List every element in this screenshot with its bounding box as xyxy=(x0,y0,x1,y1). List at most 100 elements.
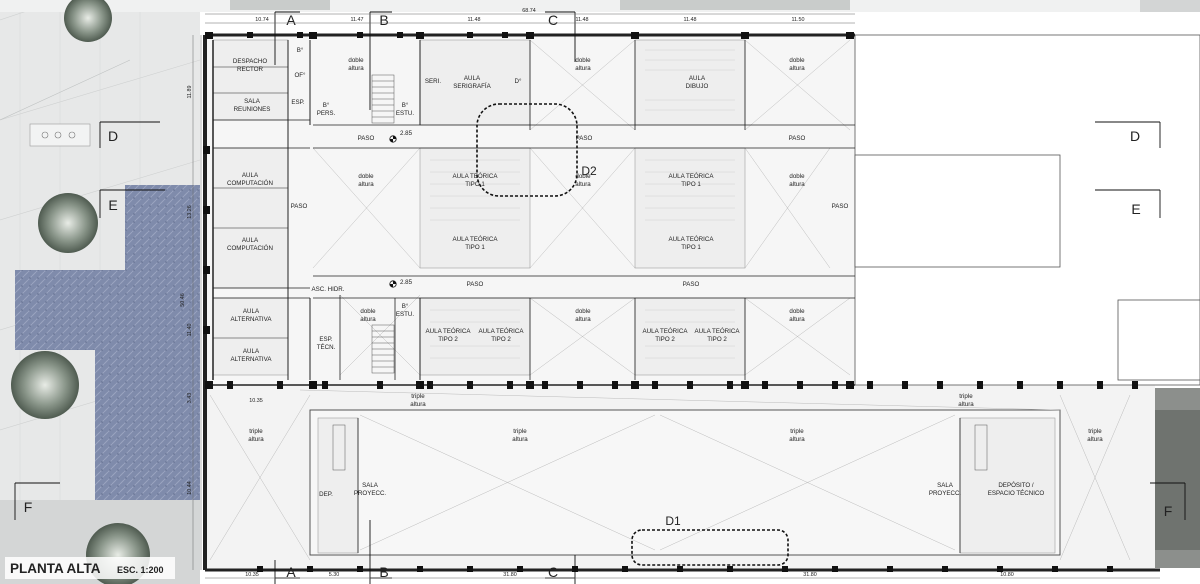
column xyxy=(1052,566,1058,572)
room-serigrafia-annex: SERI. xyxy=(425,78,441,85)
column xyxy=(652,381,658,389)
level-value-bottom: 2.85 xyxy=(400,279,413,286)
column xyxy=(257,566,263,572)
column xyxy=(526,381,534,389)
column xyxy=(1017,381,1023,389)
column xyxy=(507,381,513,389)
detail-d2-callout xyxy=(476,103,578,197)
dimension-bottom: 10.80 xyxy=(1000,572,1014,578)
room-bano-personal: B°PERS. xyxy=(317,102,336,117)
plan-title-scale: ESC. 1:200 xyxy=(117,565,164,575)
corridor-paso: PASO xyxy=(358,135,375,142)
level-value-top: 2.85 xyxy=(400,130,413,137)
column xyxy=(205,381,213,389)
section-d-label: D xyxy=(108,128,118,144)
tree-icon xyxy=(64,0,112,42)
plan-title-main: PLANTA ALTA xyxy=(10,561,101,576)
section-e-label: E xyxy=(108,197,117,213)
column xyxy=(517,566,523,572)
column xyxy=(677,566,683,572)
column xyxy=(203,206,210,214)
column xyxy=(846,32,854,39)
column xyxy=(1057,381,1063,389)
column xyxy=(357,32,363,38)
detail-d1-callout xyxy=(631,529,789,566)
room-deposito-espacio-tecnico: DEPÓSITO /ESPACIO TÉCNICO xyxy=(988,482,1045,497)
column xyxy=(205,32,213,39)
column xyxy=(612,381,618,389)
room-bano: B° xyxy=(297,47,304,54)
column xyxy=(727,566,733,572)
section-f-label: F xyxy=(1164,503,1173,519)
column xyxy=(297,32,303,38)
column xyxy=(846,381,854,389)
column xyxy=(1107,566,1113,572)
column xyxy=(622,566,628,572)
column xyxy=(227,381,233,389)
detail-d2-label: D2 xyxy=(581,164,597,178)
column xyxy=(427,381,433,389)
column xyxy=(397,32,403,38)
column xyxy=(782,566,788,572)
column xyxy=(467,32,473,38)
column xyxy=(631,381,639,389)
furniture-hints xyxy=(430,49,735,359)
corridor-paso: PASO xyxy=(789,135,806,142)
dimension-bottom: 31.80 xyxy=(503,572,517,578)
dimension-left: 11.89 xyxy=(187,85,193,98)
dimension-left: 10.44 xyxy=(187,481,193,495)
column xyxy=(977,381,983,389)
room-deposito-small: D° xyxy=(515,78,522,85)
dimension-top: 10.74 xyxy=(255,17,269,23)
corridor-paso: PASO xyxy=(291,203,308,210)
room-oficio: OF° xyxy=(294,72,306,79)
column xyxy=(309,32,317,39)
column xyxy=(631,32,639,39)
room-ascensor-hidraulico: ASC. HIDR. xyxy=(311,286,344,293)
dimension-top: 11.47 xyxy=(350,17,363,23)
stair xyxy=(332,74,988,471)
room-bano-estudiantes-top: B°ESTU. xyxy=(396,102,415,117)
dimension-top: 11.50 xyxy=(791,17,804,23)
detail-d1-label: D1 xyxy=(665,514,681,528)
dimension-total: 68.74 xyxy=(522,8,536,14)
column xyxy=(203,146,210,154)
column xyxy=(867,381,873,389)
room-espera: ESP. xyxy=(291,99,305,106)
column xyxy=(357,566,363,572)
column xyxy=(526,32,534,39)
corridor-paso: PASO xyxy=(576,135,593,142)
section-a-label: A xyxy=(286,12,296,28)
tree-icon xyxy=(11,351,79,419)
section-c-label: C xyxy=(548,564,558,580)
dimension-bottom: 31.80 xyxy=(803,572,817,578)
column xyxy=(902,381,908,389)
